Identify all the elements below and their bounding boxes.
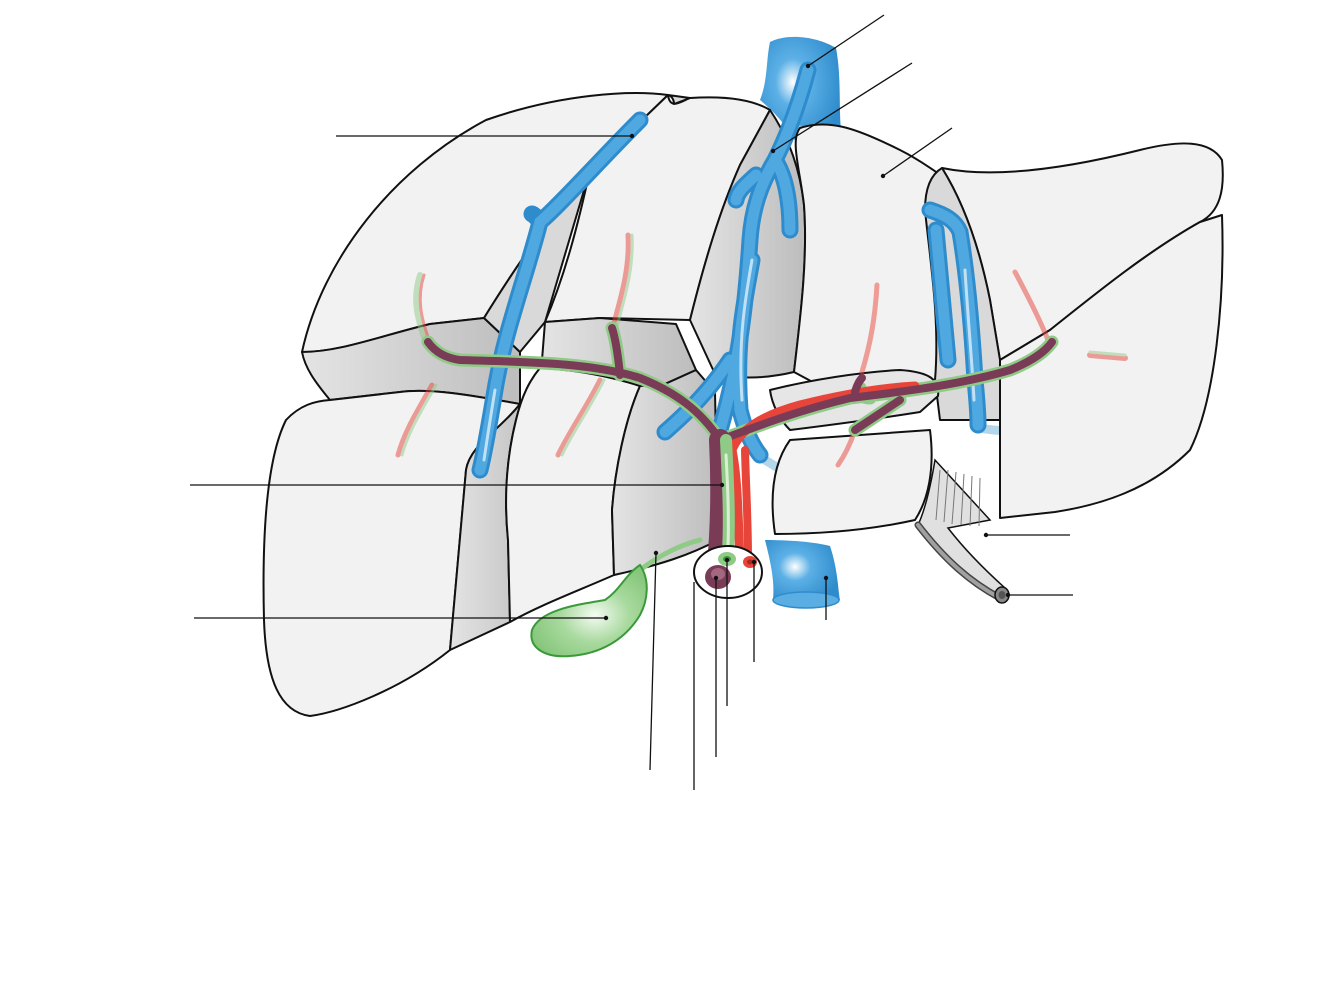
gallbladder	[530, 563, 648, 658]
vena-cava-lower	[765, 540, 840, 609]
faint-segment-vessels	[395, 232, 1128, 468]
leader-lines	[190, 14, 1073, 790]
leader-left-hepatic-vein	[882, 127, 953, 177]
segment-right-anterior-inferior	[505, 367, 719, 623]
segment-right-posterior-inferior	[262, 367, 541, 717]
leader-middle-hepatic-vein	[772, 62, 913, 152]
hepatic-veins	[471, 61, 987, 479]
leader-vena-cava-top	[807, 14, 885, 67]
portal-branches	[421, 321, 1059, 576]
segment-left-lateral	[924, 142, 1224, 519]
leader-cystic-duct	[649, 552, 657, 771]
round-ligament	[914, 458, 1010, 604]
portal-triad-cross-section	[693, 545, 763, 599]
